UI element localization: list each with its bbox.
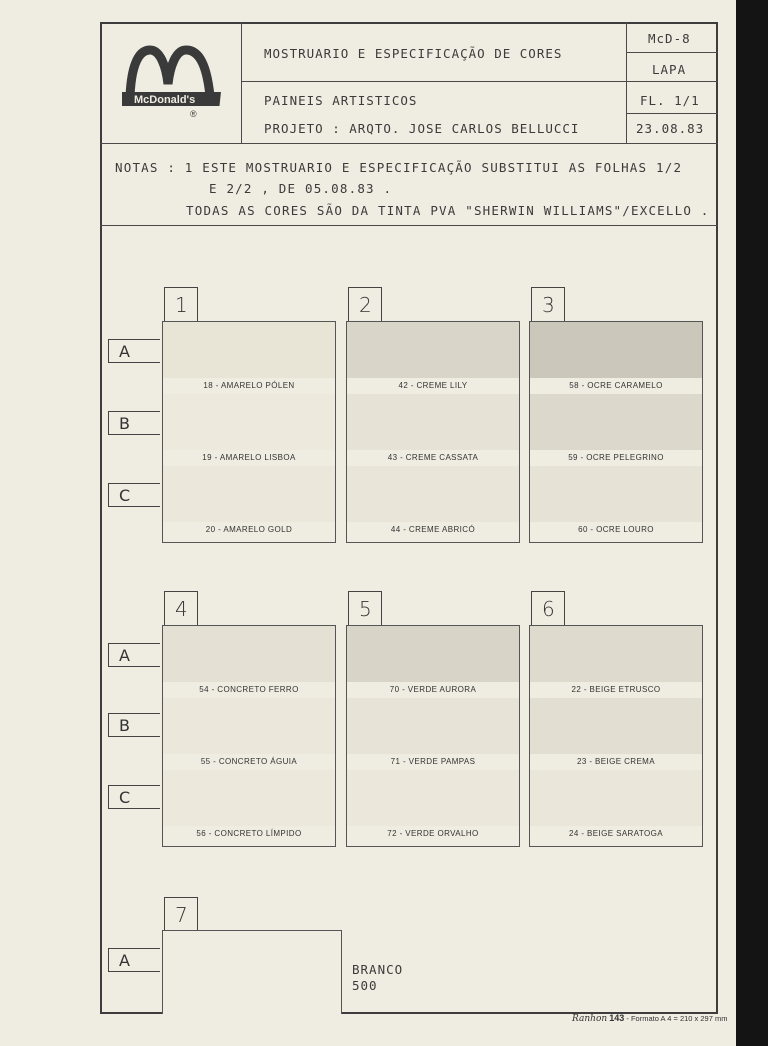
row-label-c: C — [108, 483, 160, 507]
panel-number: 4 — [175, 597, 188, 621]
swatch-panel-7 — [162, 930, 342, 1014]
swatch-label: 59 - OCRE PELEGRINO — [568, 453, 664, 462]
color-swatch — [163, 698, 335, 754]
paper-number: 143 — [609, 1013, 625, 1023]
sheet-number: FL. 1/1 — [640, 93, 700, 108]
notes-divider — [100, 225, 718, 226]
color-swatch — [347, 698, 519, 754]
row-letter: B — [119, 414, 130, 433]
notes-line-3: TODAS AS CORES SÃO DA TINTA PVA "SHERWIN… — [186, 203, 710, 218]
panel-number-tab: 2 — [348, 287, 382, 321]
panel-number: 2 — [359, 293, 372, 317]
swatch-label: 20 - AMARELO GOLD — [205, 525, 293, 534]
color-swatch — [530, 770, 702, 826]
swatch-label: 22 - BEIGE ETRUSCO — [571, 685, 661, 694]
row-letter: A — [119, 342, 130, 361]
drawing-frame — [100, 22, 718, 1014]
swatch-label: 23 - BEIGE CREMA — [577, 757, 655, 766]
color-code: 500 — [352, 978, 378, 993]
color-swatch — [163, 770, 335, 826]
svg-text:McDonald's: McDonald's — [134, 94, 195, 106]
mcdonalds-logo: McDonald's ® — [122, 45, 221, 119]
swatch-panel-2: 42 - CREME LILY 43 - CREME CASSATA 44 - CR… — [346, 321, 520, 543]
notes-line-1: NOTAS : 1 ESTE MOSTRUARIO E ESPECIFICAÇÃ… — [115, 160, 683, 175]
panel-number-tab: 3 — [531, 287, 565, 321]
color-swatch — [530, 698, 702, 754]
sheet-date: 23.08.83 — [636, 121, 705, 136]
swatch-label: 54 - CONCRETO FERRO — [199, 685, 299, 694]
color-swatch — [530, 394, 702, 450]
panel-number-tab: 7 — [164, 897, 198, 931]
swatch-label: 72 - VERDE ORVALHO — [387, 829, 479, 838]
panel-number-tab: 6 — [531, 591, 565, 625]
sheet-title: MOSTRUARIO E ESPECIFICAÇÃO DE CORES — [264, 46, 563, 61]
panel-number-tab: 1 — [164, 287, 198, 321]
color-swatch — [530, 322, 702, 378]
paper-format-note: Ranhon 143 - Formato A 4 = 210 x 297 mm — [572, 1013, 727, 1024]
project-line: PROJETO : ARQTO. JOSE CARLOS BELLUCCI — [264, 121, 580, 136]
swatch-label: 43 - CREME CASSATA — [387, 453, 479, 462]
header-divider — [241, 22, 242, 144]
swatch-panel-4: 54 - CONCRETO FERRO 55 - CONCRETO ÁGUIA 56… — [162, 625, 336, 847]
color-swatch — [347, 322, 519, 378]
location: LAPA — [652, 62, 687, 77]
color-swatch — [347, 394, 519, 450]
swatch-label: 71 - VERDE PAMPAS — [390, 757, 476, 766]
swatch-label: 44 - CREME ABRICÓ — [390, 525, 476, 534]
panel-number: 6 — [542, 597, 555, 621]
header-divider — [626, 22, 627, 144]
panel-number-tab: 4 — [164, 591, 198, 625]
panel-number: 3 — [542, 293, 555, 317]
row-label-c: C — [108, 785, 160, 809]
color-name: BRANCO — [352, 962, 404, 977]
swatch-label: 18 - AMARELO PÓLEN — [203, 381, 295, 390]
color-swatch — [163, 322, 335, 378]
row-label-b: B — [108, 411, 160, 435]
row-letter: C — [119, 788, 131, 807]
panel-number: 1 — [175, 293, 188, 317]
document-sheet: McDonald's ® MOSTRUARIO E ESPECIFICAÇÃO … — [0, 0, 736, 1046]
color-swatch — [347, 466, 519, 522]
panel-7-color: BRANCO 500 — [352, 962, 403, 994]
color-swatch — [530, 626, 702, 682]
swatch-label: 56 - CONCRETO LÍMPIDO — [196, 829, 302, 838]
header-divider — [626, 113, 718, 114]
paper-brand: Ranhon — [572, 1014, 608, 1024]
swatch-label: 42 - CREME LILY — [398, 381, 468, 390]
notes-line-2: E 2/2 , DE 05.08.83 . — [209, 181, 393, 196]
header-divider — [100, 143, 718, 144]
row-label-a: A — [108, 948, 160, 972]
svg-text:®: ® — [190, 109, 197, 119]
panel-number-tab: 5 — [348, 591, 382, 625]
paper-format: - Formato A 4 = 210 x 297 mm — [626, 1014, 728, 1023]
swatch-label: 19 - AMARELO LISBOA — [202, 453, 296, 462]
swatch-label: 55 - CONCRETO ÁGUIA — [200, 757, 298, 766]
color-swatch — [530, 466, 702, 522]
swatch-label: 70 - VERDE AURORA — [389, 685, 477, 694]
swatch-label: 58 - OCRE CARAMELO — [569, 381, 663, 390]
row-letter: C — [119, 486, 131, 505]
swatch-panel-3: 58 - OCRE CARAMELO 59 - OCRE PELEGRINO 60 … — [529, 321, 703, 543]
scan-edge — [736, 0, 768, 1046]
drawing-code: McD-8 — [648, 31, 691, 46]
color-swatch — [347, 770, 519, 826]
swatch-panel-5: 70 - VERDE AURORA 71 - VERDE PAMPAS 72 - V… — [346, 625, 520, 847]
row-letter: A — [119, 646, 130, 665]
swatch-label: 24 - BEIGE SARATOGA — [569, 829, 663, 838]
row-letter: B — [119, 716, 130, 735]
row-label-a: A — [108, 339, 160, 363]
swatch-label: 60 - OCRE LOURO — [578, 525, 654, 534]
header-divider — [626, 52, 718, 53]
row-label-a: A — [108, 643, 160, 667]
color-swatch — [163, 394, 335, 450]
color-swatch — [347, 626, 519, 682]
row-label-b: B — [108, 713, 160, 737]
swatch-panel-6: 22 - BEIGE ETRUSCO 23 - BEIGE CREMA 24 - B… — [529, 625, 703, 847]
sheet-subtitle: PAINEIS ARTISTICOS — [264, 93, 418, 108]
color-swatch — [163, 466, 335, 522]
header-divider — [241, 81, 718, 82]
swatch-panel-1: 18 - AMARELO PÓLEN 19 - AMARELO LISBOA 20 … — [162, 321, 336, 543]
panel-number: 5 — [359, 597, 372, 621]
color-swatch — [163, 626, 335, 682]
